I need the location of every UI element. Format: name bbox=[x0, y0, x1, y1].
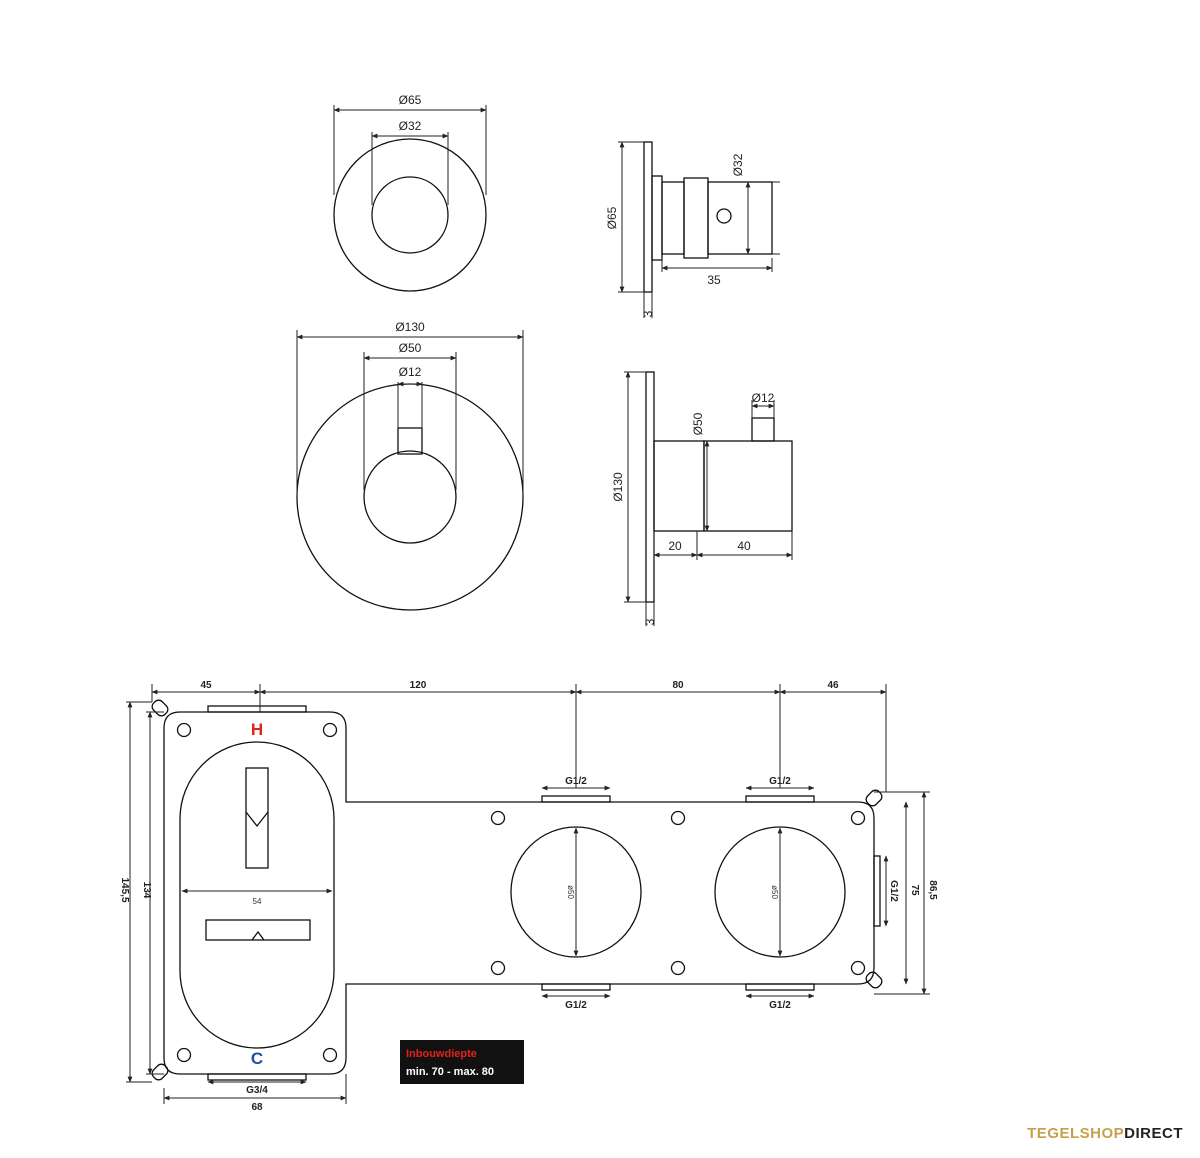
dim-plate-dia-130-side: Ø130 bbox=[611, 472, 625, 502]
dim-plate-dia-130: Ø130 bbox=[395, 320, 425, 334]
side-view-small: Ø65 Ø32 35 3 bbox=[605, 141, 780, 318]
dim-height-134: 134 bbox=[141, 882, 152, 899]
hot-label: H bbox=[251, 720, 263, 739]
badge-text: min. 70 - max. 80 bbox=[406, 1066, 494, 1078]
dim-knob-dia-32: Ø32 bbox=[731, 153, 745, 176]
dim-top-45: 45 bbox=[200, 680, 212, 691]
port-right-label: G1/2 bbox=[888, 880, 899, 902]
front-view-large: Ø12 Ø50 Ø130 bbox=[296, 320, 524, 611]
dim-outer-dia-65: Ø65 bbox=[399, 93, 422, 107]
dim-body-dia-50: Ø50 bbox=[399, 341, 422, 355]
dim-length-20: 20 bbox=[668, 539, 682, 553]
ports bbox=[207, 705, 881, 1081]
valve-circle-1-dia: ø50 bbox=[566, 885, 575, 899]
dim-body-dia-50-side: Ø50 bbox=[691, 412, 705, 435]
dim-length-40: 40 bbox=[737, 539, 751, 553]
dim-depth-35: 35 bbox=[707, 273, 721, 287]
dim-bottom-68: 68 bbox=[251, 1102, 263, 1113]
installation-depth-badge: Inbouwdiepte min. 70 - max. 80 bbox=[400, 1040, 524, 1084]
front-view-small: Ø65 Ø32 bbox=[333, 93, 487, 292]
valve-circle-2-dia: ø50 bbox=[770, 885, 779, 899]
dim-top-80: 80 bbox=[672, 680, 684, 691]
side-view-large: Ø130 Ø50 Ø12 20 40 3 bbox=[611, 371, 793, 626]
valve-circle-1 bbox=[510, 826, 642, 958]
dim-inner-width-54: 54 bbox=[253, 897, 262, 906]
brand-part-2: DIRECT bbox=[1124, 1125, 1183, 1142]
dim-top-120: 120 bbox=[410, 680, 427, 691]
dim-height-145-5: 145,5 bbox=[119, 877, 130, 902]
dim-inner-dia-32: Ø32 bbox=[399, 119, 422, 133]
port-bottom-1-label: G1/2 bbox=[565, 1000, 587, 1011]
cartridge-oval bbox=[179, 741, 335, 1049]
dim-plate-3-large: 3 bbox=[643, 618, 657, 625]
valve-circle-2 bbox=[714, 826, 846, 958]
dim-height-86-5: 86,5 bbox=[927, 880, 938, 900]
cold-label: C bbox=[251, 1049, 263, 1068]
dim-plate-dia-65: Ø65 bbox=[605, 206, 619, 229]
dim-stem-dia-12-side: Ø12 bbox=[752, 391, 775, 405]
brand-part-1: TEGELSHOP bbox=[1027, 1125, 1124, 1142]
brand-logo: TEGELSHOPDIRECT bbox=[1027, 1125, 1183, 1142]
dim-stem-dia-12: Ø12 bbox=[399, 365, 422, 379]
dim-top-46: 46 bbox=[827, 680, 839, 691]
badge-title: Inbouwdiepte bbox=[406, 1048, 477, 1060]
top-dimension-chain: 45 120 80 46 bbox=[151, 680, 887, 792]
dim-plate-3-small: 3 bbox=[641, 310, 655, 317]
dim-height-75: 75 bbox=[909, 884, 920, 896]
port-bottom-2-label: G1/2 bbox=[769, 1000, 791, 1011]
mounting-box: 54 H C ø50 ø50 G1/2 G1/2 G1/2 G1/2 G1/2 bbox=[119, 680, 938, 1113]
screw-holes bbox=[176, 722, 866, 1063]
port-left-label: G3/4 bbox=[246, 1085, 268, 1096]
